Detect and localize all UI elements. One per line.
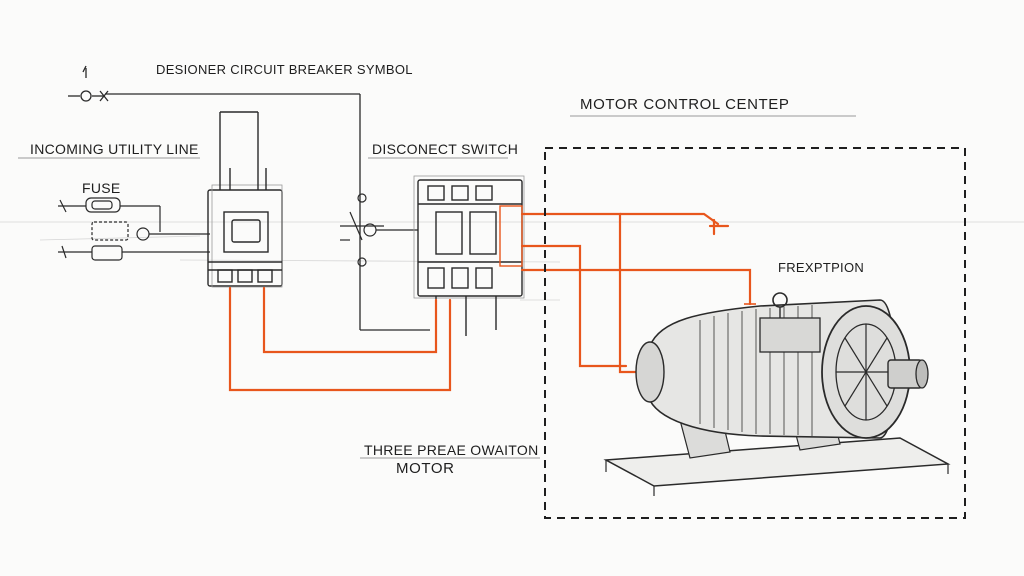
motor-label-line1: THREE PREAE OWAITON	[364, 442, 539, 458]
motor-label-line2: MOTOR	[396, 460, 455, 477]
fuse-label: FUSE	[82, 180, 121, 196]
disconnect-symbol	[340, 193, 418, 267]
mcc-boundary	[544, 147, 966, 519]
protection-symbol	[744, 278, 756, 305]
protection-label: FREXPTPION	[778, 260, 865, 275]
disconnect-switch-box	[413, 175, 525, 350]
disconnect-switch-label: DISCONECT SWITCH	[372, 141, 519, 157]
circuit-breaker-box	[207, 111, 283, 288]
incoming-line-label: INCOMING UTILITY LINE	[30, 141, 199, 157]
motor-sketch	[603, 292, 951, 496]
mcc-label: MOTOR CONTROL CENTEP	[580, 96, 790, 113]
breaker-symbol	[68, 65, 430, 331]
breaker-symbol-label: DESIONER CIRCUIT BREAKER SYMBOL	[156, 62, 413, 77]
fuse-block	[58, 197, 210, 261]
